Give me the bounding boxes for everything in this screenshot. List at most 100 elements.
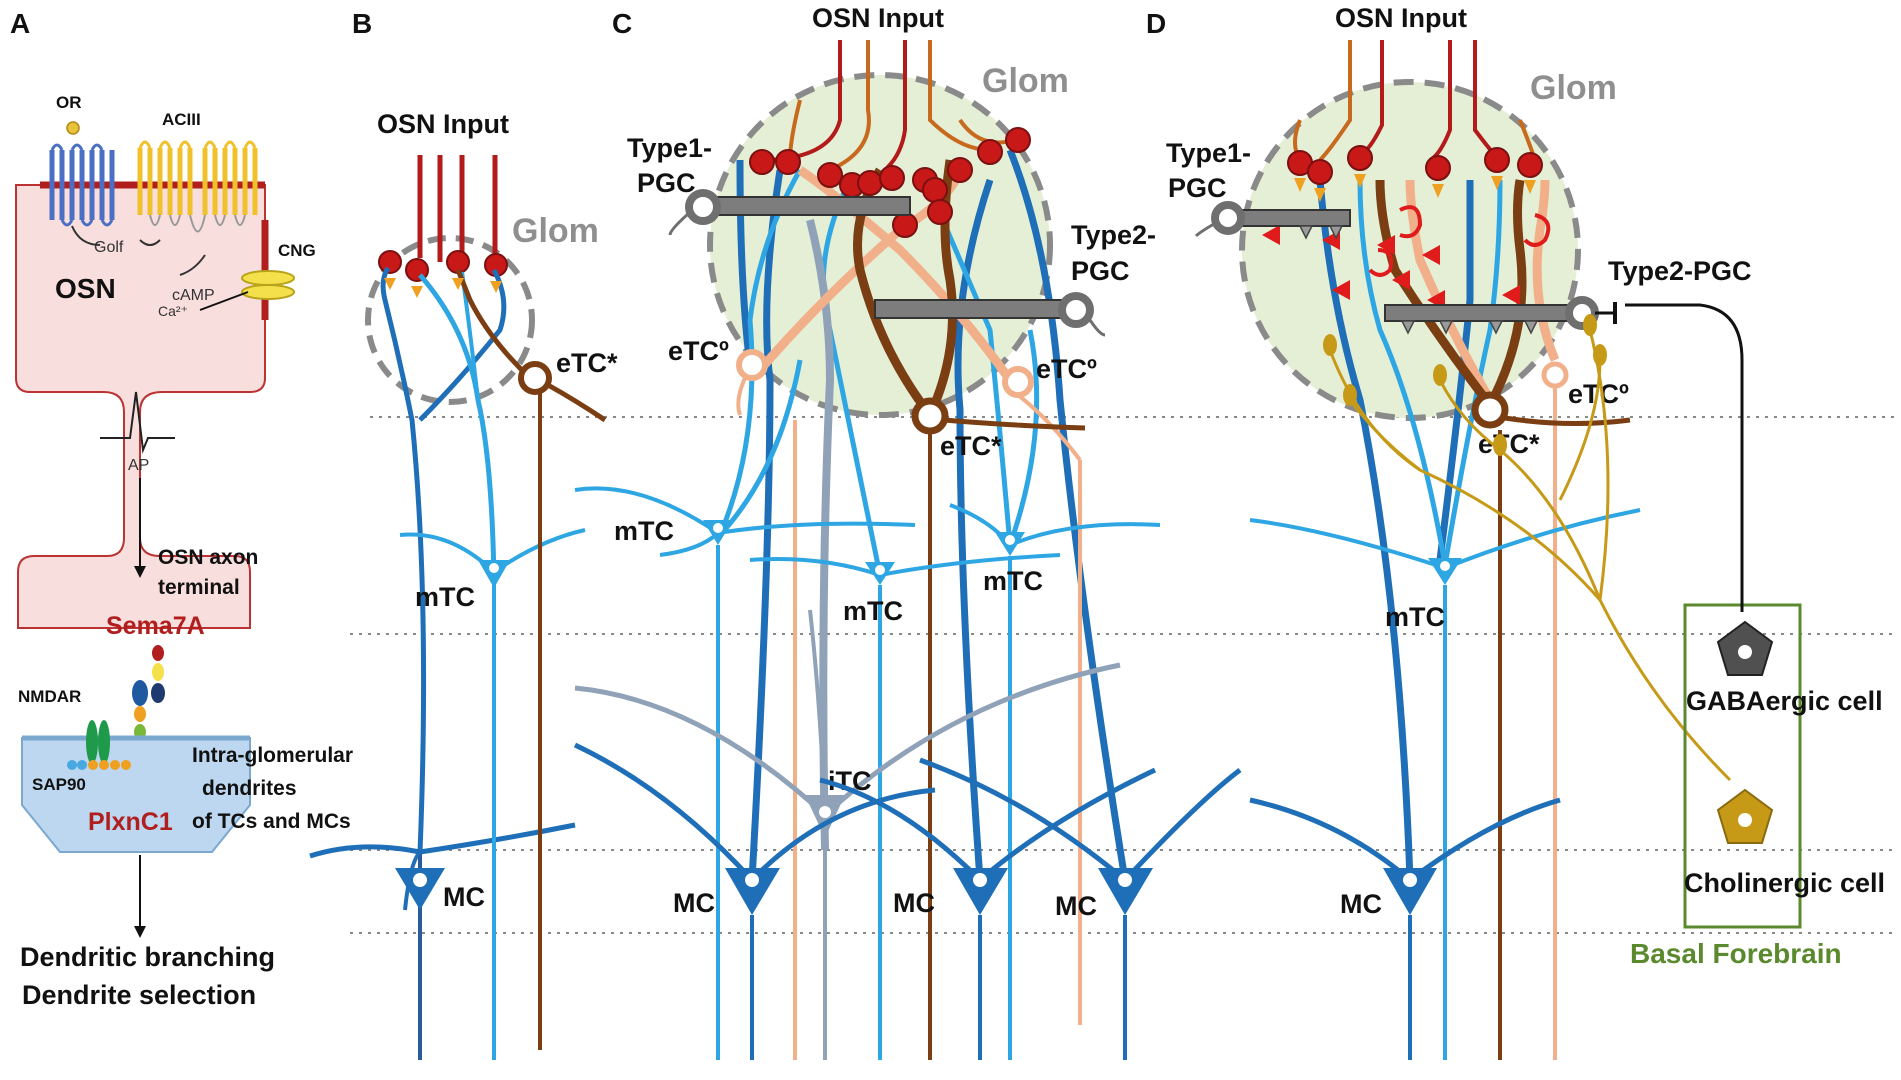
intra-label-3: of TCs and MCs <box>192 810 351 833</box>
cholinergic-cell-nucleus <box>1738 813 1752 827</box>
action-potential-trace <box>100 391 175 454</box>
panel-b-osn-axons <box>417 155 498 262</box>
panel-b-etc-soma <box>518 361 552 395</box>
gaba-cell-label: GABAergic cell <box>1686 686 1883 716</box>
panel-a-letter: A <box>10 8 30 39</box>
panel-c-etc-star-lateral <box>944 417 1086 431</box>
panel-d-recurrent-arrows <box>1368 205 1551 277</box>
camp-arrow <box>179 254 206 276</box>
panel-c-glom-label: Glom <box>982 62 1069 100</box>
panel-c-type1-pgc-process <box>699 196 911 216</box>
basal-forebrain-label: Basal Forebrain <box>1630 938 1842 969</box>
panel-b-axon-terminals <box>378 250 508 282</box>
ca-arrow <box>199 291 249 311</box>
panel-c-etc-o-left-lateral <box>736 377 747 416</box>
cng-channel-icon-2 <box>241 284 295 300</box>
panel-d-type1-inhibition-arrows <box>1298 225 1344 240</box>
panel-c-itc <box>574 609 1121 1060</box>
plxnc1-label: PlxnC1 <box>88 808 173 836</box>
panel-c-etc-o-left-soma <box>736 349 768 381</box>
panel-c-mc-dendrites <box>736 148 1129 881</box>
panel-c-mc-mid <box>819 767 1157 1060</box>
panel-b-mc-label: MC <box>443 882 485 912</box>
panel-c-mc-left <box>573 742 936 1060</box>
panel-c-mtc-left <box>574 486 916 1060</box>
panel-c-letter: C <box>612 8 632 39</box>
panel-d-release-arrows <box>1294 174 1536 202</box>
golf-label: Golf <box>94 239 124 256</box>
panel-d-type2-inhibition-arrows <box>1400 320 1539 335</box>
panel-c-mc-right-label: MC <box>1055 891 1097 921</box>
panel-c-mc-mid-label: MC <box>893 888 935 918</box>
osn-cell-body <box>15 184 266 629</box>
panel-d-glomerulus <box>1239 79 1581 421</box>
intra-label-2: dendrites <box>202 777 297 800</box>
panel-c-osn-input: OSN Input <box>812 3 944 33</box>
aciii-label: ACIII <box>162 110 201 129</box>
panel-d-etc-star-label: eTC* <box>1478 429 1540 459</box>
panel-b-mc-nucleus <box>411 871 429 889</box>
panel-b-etc-label: eTC* <box>556 348 618 378</box>
panel-b-mtc-label: mTC <box>415 582 475 612</box>
panel-c-tc-dendrites <box>717 168 1040 576</box>
outcome-label-2: Dendrite selection <box>22 980 256 1010</box>
panel-d-excitation-arrows <box>1262 225 1520 310</box>
cng-channel-icon <box>241 270 295 286</box>
panel-d-type1-pgc-soma <box>1211 201 1245 235</box>
axon-terminal-label-2: terminal <box>158 576 240 599</box>
cholinergic-cell-label: Cholinergic cell <box>1684 868 1885 898</box>
panel-c-mtc-mid <box>749 553 1061 1060</box>
intra-label-1: Intra-glomerular <box>192 744 353 767</box>
panel-d-mc-label: MC <box>1340 889 1382 919</box>
outcome-arrowhead <box>134 926 146 938</box>
panel-b-mc-tuft <box>418 268 507 422</box>
panel-c-type2-label-1: Type2- <box>1071 220 1156 250</box>
panel-b-mtc-nucleus <box>487 561 501 575</box>
panel-d-type1-label-2: PGC <box>1168 173 1227 203</box>
sap90-scaffold-icon <box>67 760 131 770</box>
panel-d-type1-pgc-axon <box>1194 222 1215 238</box>
panel-d-etc-dendrites <box>1375 179 1560 408</box>
or-receptor-icon <box>49 143 115 227</box>
camp-label: cAMP <box>172 287 215 304</box>
panel-c-etc-o-right-process <box>1016 393 1082 462</box>
panel-c-mc-right <box>919 757 1242 1060</box>
panel-b-letter: B <box>352 8 372 39</box>
nmdar-icon-2 <box>98 720 110 764</box>
panel-c-mtc-mid-label: mTC <box>843 596 903 626</box>
sap90-label: SAP90 <box>32 775 86 794</box>
panel-c-type1-label-2: PGC <box>637 168 696 198</box>
panel-c-axon-terminals <box>749 127 1031 238</box>
panel-c: C OSN Input Glom <box>573 3 1242 1060</box>
panel-b: B OSN Input Glom MC mTC eTC* <box>309 8 618 1060</box>
ca-label: Ca²⁺ <box>158 303 188 319</box>
panel-a: A OR ACIII Golf cAMP CNG Ca <box>10 8 353 1010</box>
panel-d-type1-label-1: Type1- <box>1166 138 1251 168</box>
odorant-icon <box>66 121 80 135</box>
panel-c-type1-pgc-axon <box>668 212 689 236</box>
layer-boundaries <box>350 416 1895 934</box>
panel-d: D OSN Input Glom <box>1146 3 1885 1060</box>
panel-b-etc-dendrite <box>455 269 532 380</box>
nmdar-icon <box>86 720 98 764</box>
panel-d-letter: D <box>1146 8 1166 39</box>
panel-d-mc <box>1249 797 1561 1060</box>
panel-d-type2-label: Type2-PGC <box>1608 256 1752 286</box>
panel-c-type2-pgc-process <box>874 299 1076 319</box>
panel-c-mtc-right <box>949 503 1161 1060</box>
panel-c-etc-o-right-label: eTCº <box>1036 354 1097 384</box>
outcome-label-1: Dendritic branching <box>20 942 275 972</box>
panel-c-type1-label-1: Type1- <box>627 133 712 163</box>
panel-b-glom-label: Glom <box>512 212 599 250</box>
panel-b-glomerulus <box>365 235 535 405</box>
panel-d-etc-star-soma <box>1471 391 1509 429</box>
panel-c-mtc-left-label: mTC <box>614 516 674 546</box>
panel-d-glom-label: Glom <box>1530 69 1617 107</box>
panel-d-axon-terminals <box>1287 145 1543 185</box>
panel-c-type2-pgc-soma <box>1058 292 1094 328</box>
or-label: OR <box>56 93 82 112</box>
panel-c-type1-pgc-soma <box>685 189 721 225</box>
panel-d-type1-pgc-process <box>1229 209 1351 227</box>
panel-d-etc-star-lateral <box>1504 415 1631 427</box>
